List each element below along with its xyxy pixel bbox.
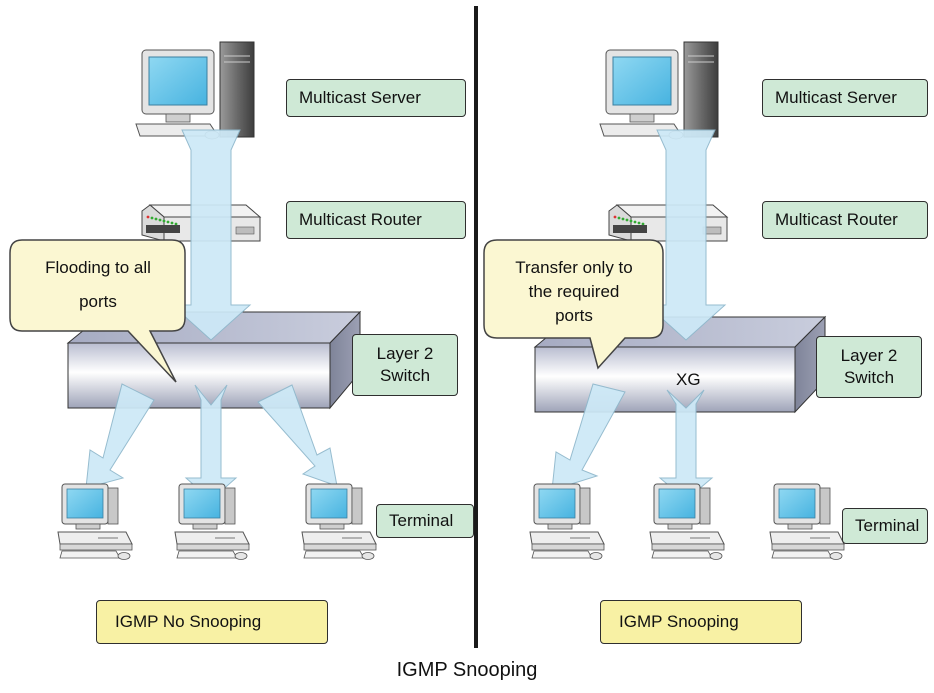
multicast-server-right bbox=[599, 41, 719, 140]
callout-line-2: the required bbox=[528, 282, 620, 301]
flood-arrow-left-1 bbox=[85, 383, 155, 489]
terminal-right-2 bbox=[649, 483, 725, 560]
label-text: IGMP No Snooping bbox=[115, 612, 262, 631]
multicast-router-label-right: Multicast Router bbox=[762, 201, 928, 239]
callout-line-1: Flooding to all bbox=[45, 258, 151, 277]
label-text: Multicast Router bbox=[775, 210, 898, 229]
switch-model-text: XG bbox=[676, 370, 701, 389]
multicast-server-left bbox=[135, 41, 255, 140]
label-text: Terminal bbox=[389, 511, 454, 530]
callout-bubble-left bbox=[9, 239, 186, 383]
multicast-server-label-right: Multicast Server bbox=[762, 79, 928, 117]
flood-arrow-left-3 bbox=[257, 384, 338, 487]
terminal-right-1 bbox=[529, 483, 605, 560]
layer2-switch-label-left: Layer 2 Switch bbox=[352, 334, 458, 396]
terminal-label-left: Terminal bbox=[376, 504, 474, 538]
callout-text-left: Flooding to all ports bbox=[16, 256, 180, 314]
label-line-1: Layer 2 bbox=[376, 344, 434, 363]
callout-line-2: ports bbox=[79, 292, 117, 311]
igmp-no-snooping-label: IGMP No Snooping bbox=[96, 600, 328, 644]
callout-line-3: ports bbox=[555, 306, 593, 325]
callout-bubble-right bbox=[483, 239, 664, 370]
multicast-flow-arrow-right bbox=[645, 129, 727, 341]
figure-caption: IGMP Snooping bbox=[396, 659, 538, 681]
igmp-snooping-label: IGMP Snooping bbox=[600, 600, 802, 644]
terminal-left-2 bbox=[174, 483, 250, 560]
multicast-server-label-left: Multicast Server bbox=[286, 79, 466, 117]
left-panel bbox=[9, 41, 377, 560]
label-text: Terminal bbox=[855, 516, 920, 535]
label-line-2: Switch bbox=[843, 368, 895, 387]
multicast-flow-arrow-left bbox=[170, 129, 252, 341]
terminal-left-1 bbox=[57, 483, 133, 560]
callout-line-1: Transfer only to bbox=[515, 258, 633, 277]
terminal-left-3 bbox=[301, 483, 377, 560]
layer2-switch-label-right: Layer 2 Switch bbox=[816, 336, 922, 398]
flood-arrow-left-2 bbox=[184, 384, 238, 501]
terminal-label-right: Terminal bbox=[842, 508, 928, 544]
label-text: Multicast Server bbox=[299, 88, 421, 107]
label-line-1: Layer 2 bbox=[840, 346, 898, 365]
right-panel bbox=[483, 41, 845, 560]
snoop-arrow-right-2 bbox=[658, 389, 714, 501]
label-text: Multicast Router bbox=[299, 210, 422, 229]
multicast-router-label-left: Multicast Router bbox=[286, 201, 466, 239]
label-line-2: Switch bbox=[379, 366, 431, 385]
label-text: IGMP Snooping bbox=[619, 612, 739, 631]
callout-text-right: Transfer only to the required ports bbox=[488, 256, 660, 328]
snoop-arrow-right-1 bbox=[551, 383, 626, 491]
label-text: Multicast Server bbox=[775, 88, 897, 107]
terminal-right-3 bbox=[769, 483, 845, 560]
